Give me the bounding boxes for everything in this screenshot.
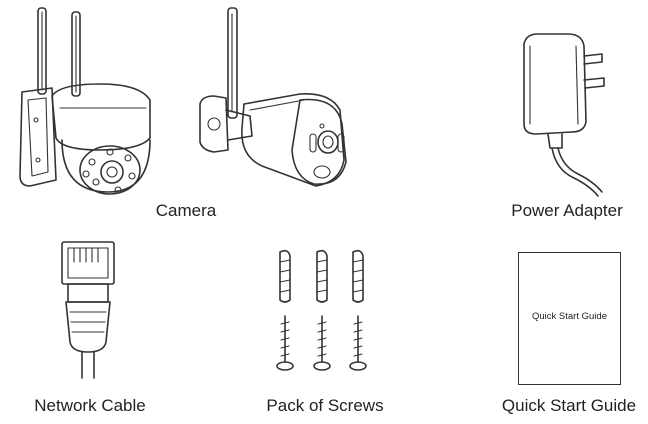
screw-1 [276, 315, 294, 371]
screw-2 [313, 315, 331, 371]
screws-icon [276, 249, 367, 371]
quick-start-guide-label: Quick Start Guide [501, 396, 637, 415]
bullet-camera-icon [199, 7, 347, 187]
quick-start-guide-item: Quick Start Guide Quick Start Guide [490, 248, 648, 418]
power-adapter-item: Power Adapter [490, 20, 640, 230]
network-cable-icon [61, 241, 115, 379]
power-adapter-label: Power Adapter [511, 201, 623, 220]
camera-item: Camera [0, 0, 360, 230]
screw-3 [349, 315, 367, 371]
ptz-dome-camera-icon [19, 7, 151, 195]
pack-of-screws-item: Pack of Screws [250, 244, 400, 418]
network-cable-label: Network Cable [34, 396, 146, 415]
power-adapter-icon [523, 33, 605, 197]
booklet-icon: Quick Start Guide [518, 252, 621, 385]
booklet-cover-text: Quick Start Guide [532, 311, 607, 322]
anchor-2 [316, 249, 328, 303]
anchor-1 [279, 249, 291, 303]
anchor-3 [352, 249, 364, 303]
pack-of-screws-label: Pack of Screws [266, 396, 384, 415]
camera-label: Camera [155, 201, 217, 220]
network-cable-item: Network Cable [20, 238, 170, 418]
